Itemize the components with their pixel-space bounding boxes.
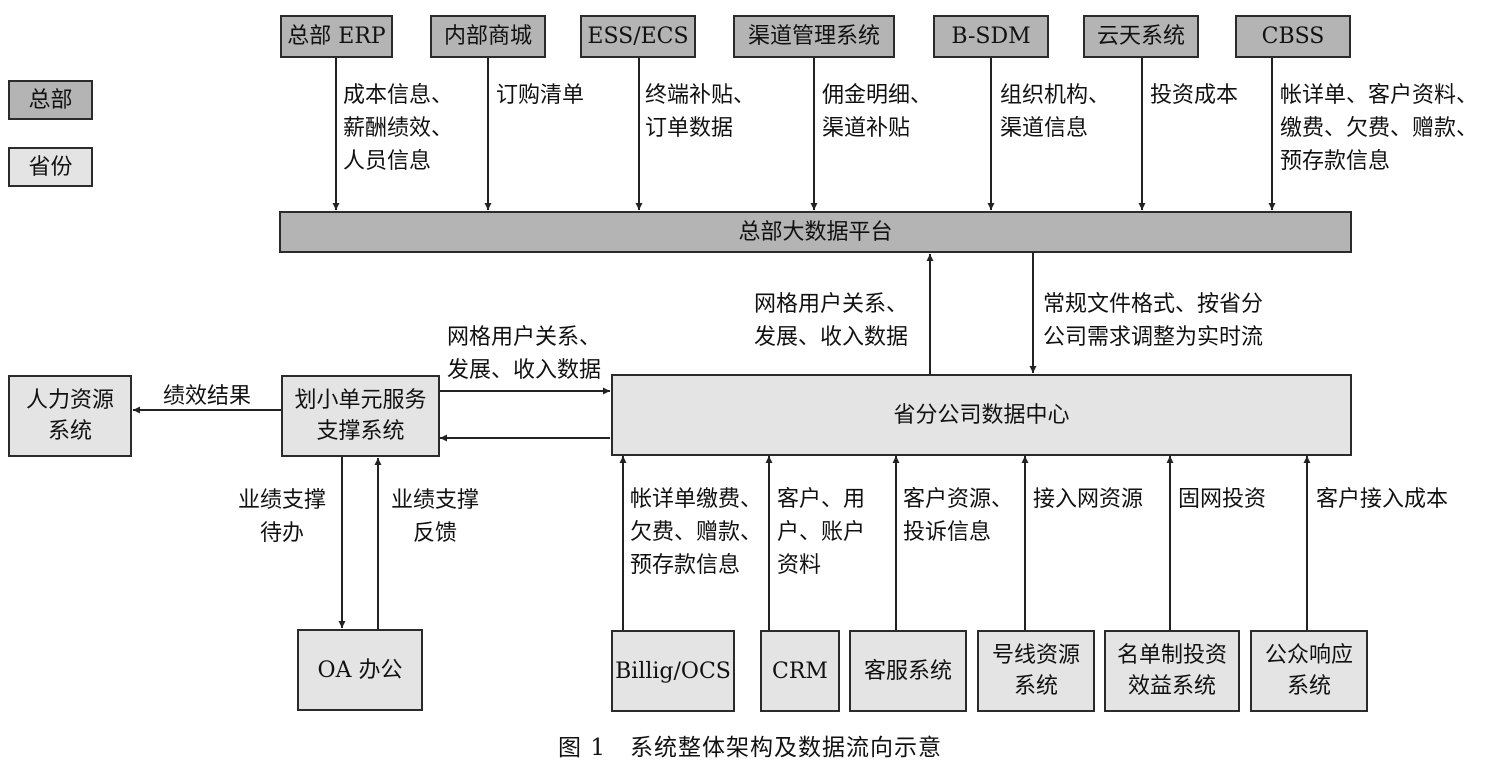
flow-label-public-response: 客户接入成本 xyxy=(1316,487,1449,512)
hq-system-channel: 渠道管理系统 xyxy=(733,15,895,58)
flow-label-todo: 业绩支撑 待办 xyxy=(237,488,326,546)
flow-label-center-to-platform: 网格用户关系、 发展、收入数据 xyxy=(754,292,909,350)
provincial-data-center: 省分公司数据中心 xyxy=(611,374,1352,456)
flow-label-yuntian: 投资成本 xyxy=(1150,83,1239,108)
flow-label-billing: 帐详单缴费、 欠费、赠款、 预存款信息 xyxy=(630,487,763,578)
hq-big-data-platform: 总部大数据平台 xyxy=(279,211,1352,253)
hq-system-erp: 总部 ERP xyxy=(280,15,393,58)
legend-hq: 总部 xyxy=(8,80,93,120)
micro-unit-support-system: 划小单元服务 支撑系统 xyxy=(281,375,440,457)
hq-system-bsdm: B-SDM xyxy=(933,15,1049,58)
flow-label-crm: 客户、用 户、账户 资料 xyxy=(777,487,866,578)
flow-label-cbss: 帐详单、客户资料、 缴费、欠费、赠款、 预存款信息 xyxy=(1280,83,1479,174)
prov-system-public-response: 公众响应 系统 xyxy=(1250,630,1368,712)
flow-label-platform-to-center: 常规文件格式、按省分 公司需求调整为实时流 xyxy=(1043,292,1264,350)
flow-label-channel: 佣金明细、 渠道补贴 xyxy=(822,83,933,141)
flow-label-investment: 固网投资 xyxy=(1178,487,1267,512)
flow-label-customer-service: 客户资源、 投诉信息 xyxy=(903,487,1014,545)
prov-system-investment-benefit: 名单制投资 效益系统 xyxy=(1104,630,1240,712)
flow-label-line-resource: 接入网资源 xyxy=(1033,487,1144,512)
prov-system-customer-service: 客服系统 xyxy=(849,630,967,712)
figure-caption: 图 1 系统整体架构及数据流向示意 xyxy=(558,735,942,761)
oa-office-system: OA 办公 xyxy=(297,629,423,711)
prov-system-line-resource: 号线资源 系统 xyxy=(977,630,1095,712)
flow-label-micro-to-center: 网格用户关系、 发展、收入数据 xyxy=(446,325,601,383)
hq-system-mall: 内部商城 xyxy=(430,15,546,58)
flow-label-ess: 终端补贴、 订单数据 xyxy=(645,83,756,141)
hq-system-yuntian: 云天系统 xyxy=(1083,15,1199,58)
hq-system-cbss: CBSS xyxy=(1235,15,1351,58)
flow-label-performance-result: 绩效结果 xyxy=(163,384,252,409)
prov-system-billing: Billig/OCS xyxy=(611,630,735,712)
flow-label-bsdm: 组织机构、 渠道信息 xyxy=(1000,83,1111,141)
flow-label-feedback: 业绩支撑 反馈 xyxy=(390,488,479,546)
hr-system: 人力资源 系统 xyxy=(8,375,132,457)
flow-label-erp: 成本信息、 薪酬绩效、 人员信息 xyxy=(343,83,454,174)
flow-label-mall: 订购清单 xyxy=(496,83,585,108)
legend-province: 省份 xyxy=(8,147,93,187)
hq-system-ess: ESS/ECS xyxy=(580,15,696,58)
prov-system-crm: CRM xyxy=(760,630,840,712)
